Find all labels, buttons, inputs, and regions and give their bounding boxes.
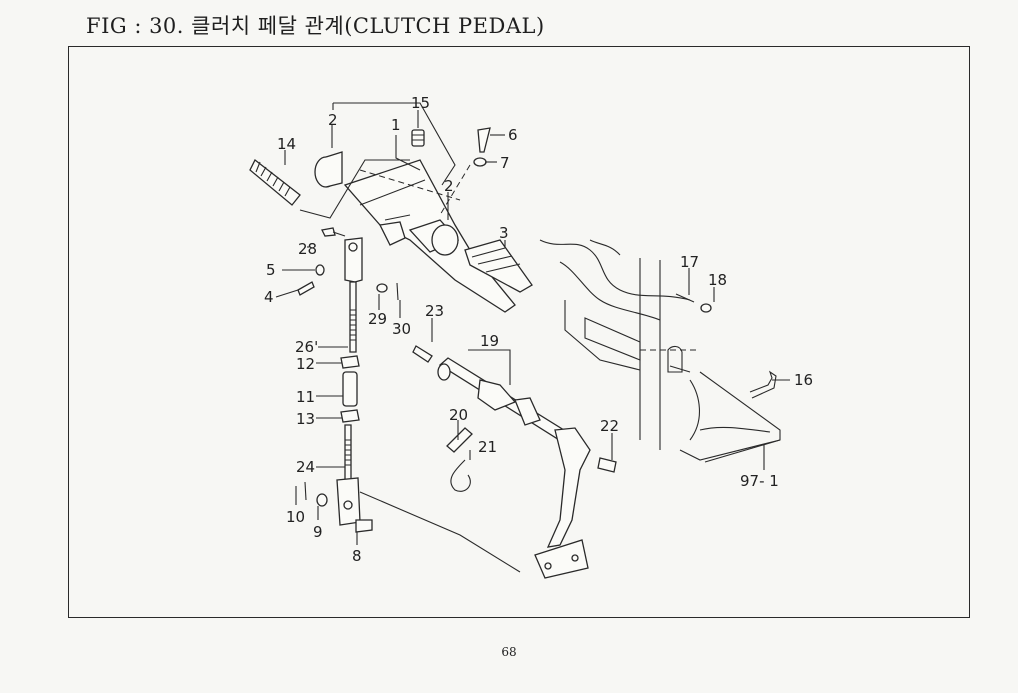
turnbuckle-11 xyxy=(342,371,358,407)
pedal-pad-3 xyxy=(464,239,533,293)
rod-24 xyxy=(344,424,352,481)
callout-8: 8 xyxy=(352,547,362,565)
figure-title: FIG : 30. 클러치 페달 관계(CLUTCH PEDAL) xyxy=(86,14,545,38)
pin-28 xyxy=(321,227,346,237)
bolt-22 xyxy=(597,457,617,473)
bolt-6 xyxy=(477,127,491,153)
key-20 xyxy=(446,427,473,453)
callout-30: 30 xyxy=(392,320,411,338)
callout-3: 3 xyxy=(499,224,509,242)
rod-26 xyxy=(349,281,357,353)
callout-10: 10 xyxy=(286,508,305,526)
washer-29 xyxy=(376,283,388,293)
callout-2-right: 2 xyxy=(444,177,454,195)
tractor-body-outline xyxy=(539,239,781,463)
callout-6: 6 xyxy=(508,126,518,144)
callout-24: 24 xyxy=(296,458,315,476)
nut-13 xyxy=(340,409,360,423)
washer-9 xyxy=(316,493,328,507)
callout-11: 11 xyxy=(296,388,315,406)
callout-97-1: 97- 1 xyxy=(740,472,779,490)
callout-7: 7 xyxy=(500,154,510,172)
clevis-lower xyxy=(336,477,361,526)
washer-5 xyxy=(315,264,325,276)
set-screw-15 xyxy=(411,129,425,147)
nut-7 xyxy=(473,157,487,167)
spring-pin-23 xyxy=(412,345,433,363)
callout-4: 4 xyxy=(264,288,274,306)
callout-23: 23 xyxy=(425,302,444,320)
callout-18: 18 xyxy=(708,271,727,289)
callout-17: 17 xyxy=(680,253,699,271)
callout-1: 1 xyxy=(391,116,401,134)
callout-19: 19 xyxy=(480,332,499,350)
callout-9: 9 xyxy=(313,523,323,541)
callout-22: 22 xyxy=(600,417,619,435)
clevis-upper xyxy=(344,237,363,283)
pin-17 xyxy=(675,293,695,303)
callout-5: 5 xyxy=(266,261,276,279)
bushing-2-left xyxy=(314,151,343,188)
cotter-pin-30 xyxy=(396,282,399,301)
bushing-2-right xyxy=(408,219,460,256)
spring-21 xyxy=(450,459,471,492)
callout-13: 13 xyxy=(296,410,315,428)
callout-20: 20 xyxy=(449,406,468,424)
callout-14: 14 xyxy=(277,135,296,153)
pedal-lever xyxy=(534,427,591,579)
page-number: 68 xyxy=(501,645,517,659)
diagram-frame xyxy=(68,46,970,618)
bolt-4 xyxy=(297,281,315,296)
callout-28: 28 xyxy=(298,240,317,258)
callout-21: 21 xyxy=(478,438,497,456)
cotter-pin-10 xyxy=(304,481,307,501)
bracket-16 xyxy=(749,370,777,399)
washer-18 xyxy=(700,303,712,313)
shaft-19 xyxy=(437,357,582,449)
callout-16: 16 xyxy=(794,371,813,389)
pin-8 xyxy=(355,519,373,533)
callout-15: 15 xyxy=(411,94,430,112)
callout-12: 12 xyxy=(296,355,315,373)
nut-12 xyxy=(340,355,360,369)
callout-29: 29 xyxy=(368,310,387,328)
spring-pin-14 xyxy=(249,159,301,206)
callout-2-left: 2 xyxy=(328,111,338,129)
callout-26: 26' xyxy=(295,338,318,356)
